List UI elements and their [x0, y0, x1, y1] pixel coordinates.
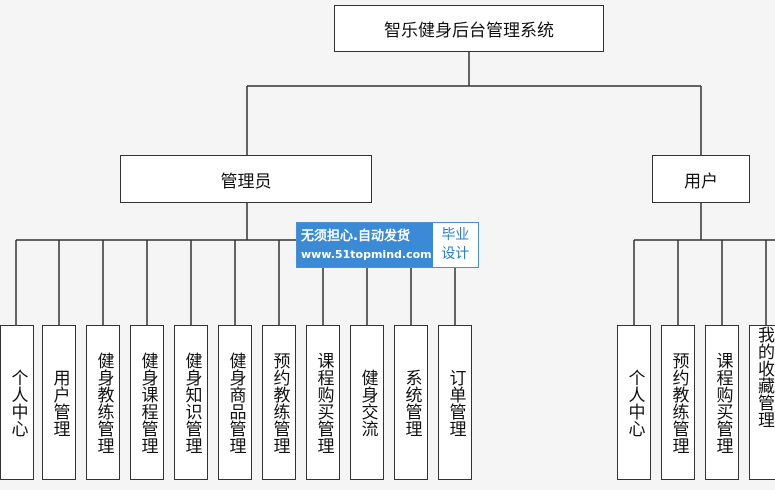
leaf-label: 预约教练管理 [269, 351, 290, 454]
watermark-badge-line1: 毕业 [441, 227, 470, 243]
group-label-admin: 管理员 [220, 171, 272, 192]
leaf-label: 课程购买管理 [712, 351, 733, 454]
root-label: 智乐健身后台管理系统 [384, 21, 554, 41]
leaf-label: 订单管理 [445, 368, 466, 437]
leaf-label: 健身教练管理 [93, 351, 114, 454]
leaf-node-admin-9: 健身交流 [350, 325, 384, 480]
leaf-node-admin-2: 用户管理 [42, 325, 76, 480]
watermark-banner: 无须担心.自动发货 www.51topmind.com 毕业 设计 [296, 222, 479, 268]
leaf-node-admin-3: 健身教练管理 [86, 325, 120, 480]
leaf-label: 用户管理 [49, 368, 70, 437]
leaf-node-user-1: 个人中心 [617, 325, 651, 480]
watermark-url: www.51topmind.com [301, 248, 432, 261]
leaf-node-user-4: 我的收藏管理 [749, 325, 775, 480]
leaf-node-admin-8: 课程购买管理 [306, 325, 340, 480]
leaf-label: 健身交流 [357, 368, 378, 437]
leaf-label: 我的收藏管理 [754, 326, 774, 428]
leaf-label: 预约教练管理 [668, 351, 689, 454]
leaf-label: 个人中心 [624, 368, 645, 437]
leaf-node-user-3: 课程购买管理 [705, 325, 739, 480]
watermark-slogan: 无须担心.自动发货 [301, 229, 410, 244]
leaf-label: 课程购买管理 [313, 351, 334, 454]
leaf-label: 健身商品管理 [225, 351, 246, 454]
leaf-node-admin-1: 个人中心 [0, 325, 34, 480]
root-node: 智乐健身后台管理系统 [334, 5, 604, 52]
group-node-user: 用户 [652, 155, 750, 203]
group-label-user: 用户 [684, 171, 718, 192]
watermark-badge-line2: 设计 [441, 246, 470, 262]
leaf-label: 系统管理 [401, 368, 422, 437]
leaf-node-admin-6: 健身商品管理 [218, 325, 252, 480]
leaf-label: 健身知识管理 [181, 351, 202, 454]
leaf-node-admin-5: 健身知识管理 [174, 325, 208, 480]
leaf-node-admin-11: 订单管理 [438, 325, 472, 480]
leaf-label: 健身课程管理 [137, 351, 158, 454]
leaf-node-admin-4: 健身课程管理 [130, 325, 164, 480]
leaf-label: 个人中心 [7, 368, 28, 437]
group-node-admin: 管理员 [120, 155, 372, 203]
leaf-node-user-2: 预约教练管理 [661, 325, 695, 480]
leaf-node-admin-10: 系统管理 [394, 325, 428, 480]
watermark-badge: 毕业 设计 [431, 223, 478, 267]
leaf-node-admin-7: 预约教练管理 [262, 325, 296, 480]
